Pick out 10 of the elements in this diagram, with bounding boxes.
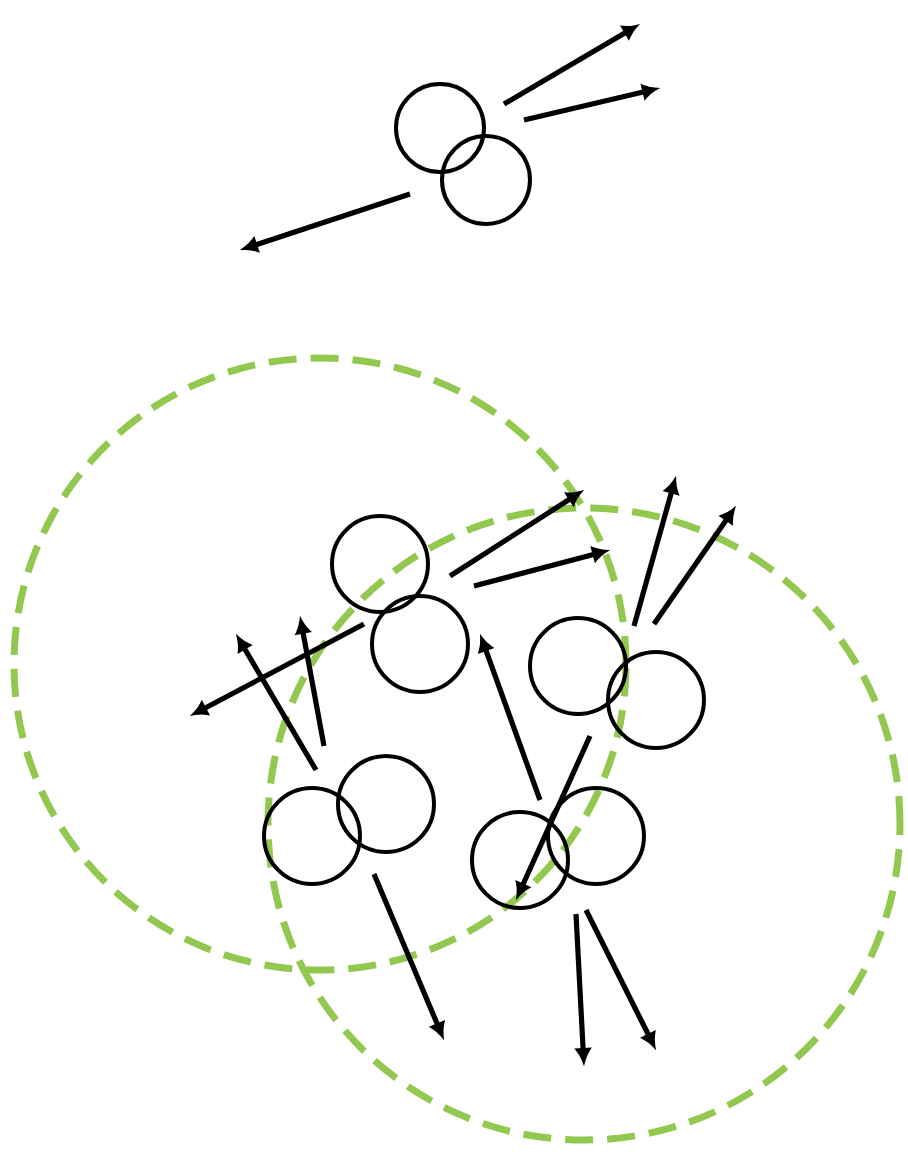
circle — [336, 754, 436, 854]
circle — [330, 514, 430, 614]
circle — [394, 82, 486, 174]
circle — [440, 134, 532, 226]
circle — [470, 810, 570, 910]
circle — [606, 650, 706, 750]
circle — [370, 594, 470, 694]
circle — [528, 616, 628, 716]
circle — [546, 786, 646, 886]
circle — [262, 786, 362, 886]
